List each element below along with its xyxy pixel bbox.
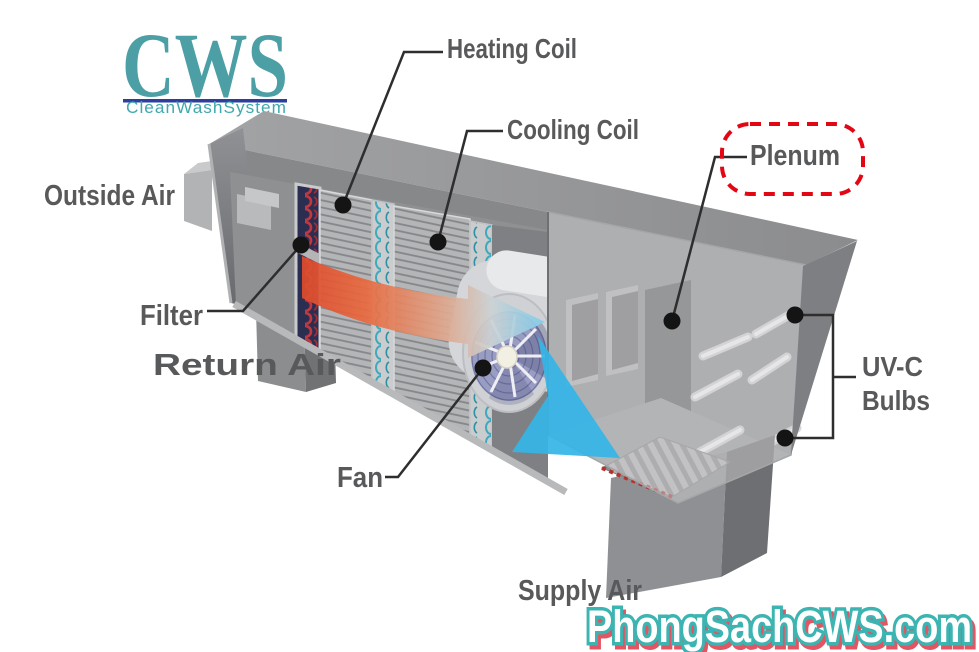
plenum-dot — [663, 312, 681, 330]
plenum-highlight-box — [720, 122, 865, 196]
filter-leader — [207, 244, 302, 313]
uvc-dot-top — [786, 306, 804, 324]
watermark-text: PhongSachCWS.com — [587, 601, 972, 652]
unit-right-end-face — [791, 241, 857, 455]
filter-dot — [292, 236, 310, 254]
airflow-ribbon — [302, 256, 545, 358]
bottom-rail — [232, 300, 568, 496]
return-air-label: Return Air — [153, 347, 341, 382]
intake-opening-top — [245, 187, 279, 208]
logo-subtitle: CleanWashSystem — [126, 98, 287, 117]
uvc-dot-bottom — [776, 429, 794, 447]
heating-coil-leader — [341, 50, 443, 206]
fan-leader — [385, 367, 484, 479]
cooling-coil-leader — [436, 129, 503, 243]
left-wall-highlight-edge — [207, 143, 233, 304]
plenum-leader — [670, 155, 747, 322]
fan-label: Fan — [337, 462, 383, 494]
callout-leaders — [207, 50, 856, 479]
filter-label: Filter — [140, 300, 203, 332]
plenum-label: Plenum — [750, 140, 840, 172]
cws-logo: CWS CleanWashSystem — [122, 14, 288, 117]
watermark: PhongSachCWS.com PhongSachCWS.com — [584, 598, 979, 652]
airflow-arrow — [302, 256, 620, 458]
plenum-section — [547, 211, 857, 598]
outside-duct-front — [184, 170, 212, 231]
fan-hub — [496, 345, 518, 369]
uvc-bulbs-label-line2: Bulbs — [862, 385, 930, 416]
callout-labels: Heating Coil Cooling Coil Plenum Outside… — [44, 33, 930, 607]
logo-underline — [123, 99, 287, 103]
supply-air-label: Supply Air — [518, 575, 642, 607]
outside-air-label: Outside Air — [44, 180, 175, 212]
cooling-coil-dot — [429, 233, 447, 251]
cooling-coil-label: Cooling Coil — [507, 114, 639, 145]
heating-coil-dot — [334, 196, 352, 214]
fan-shadow-wedge-upper — [509, 322, 552, 378]
uvc-bulbs-label-line1: UV-C — [862, 351, 923, 382]
uvc-bracket — [776, 306, 856, 447]
airflow-bend-arrowhead — [512, 336, 620, 458]
heating-coil-label: Heating Coil — [447, 33, 577, 64]
watermark-shadow: PhongSachCWS.com — [590, 605, 975, 652]
ahu-unit — [184, 111, 858, 598]
fan-dot — [474, 359, 492, 377]
